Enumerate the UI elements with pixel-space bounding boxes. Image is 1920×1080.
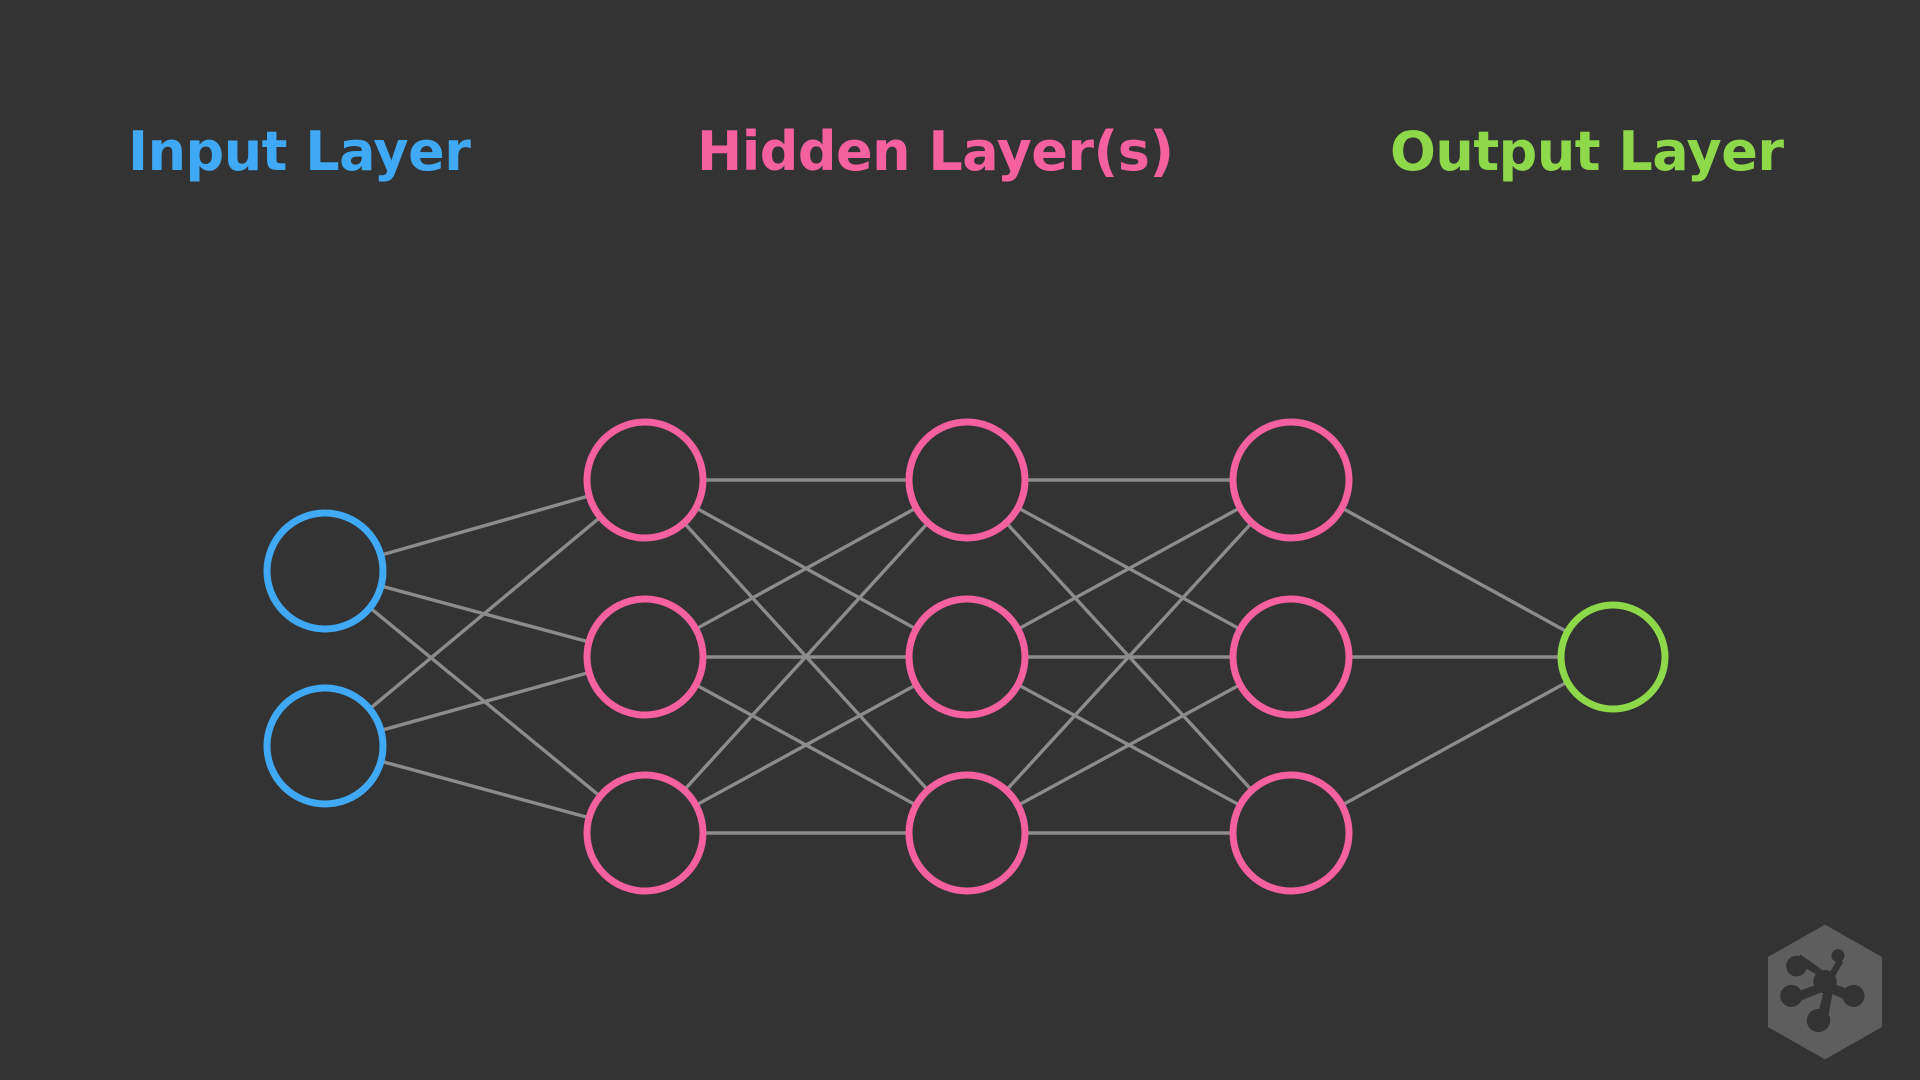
- connection-edge: [694, 683, 918, 807]
- neuron-node-hidden-3-3: [905, 771, 1029, 895]
- connection-edge: [1004, 521, 1254, 792]
- neuron-node-hidden-3-2: [905, 595, 1029, 719]
- connection-edge: [379, 670, 591, 733]
- neuron-node-hidden-3-1: [905, 418, 1029, 542]
- neuron-node-hidden-4-3: [1229, 771, 1353, 895]
- connection-edge: [682, 521, 930, 792]
- neuron-node-input-1-1: [263, 509, 387, 633]
- neuron-node-hidden-2-2: [583, 595, 707, 719]
- neuron-node-hidden-4-1: [1229, 418, 1353, 542]
- connection-edge: [367, 515, 603, 711]
- node-group: [263, 418, 1669, 895]
- connection-edge: [1016, 682, 1242, 808]
- connection-edge: [694, 506, 918, 631]
- neuron-node-input-1-2: [263, 684, 387, 808]
- neuron-node-output-5-1: [1557, 601, 1669, 713]
- connection-edge: [1340, 680, 1570, 807]
- connection-edge: [379, 759, 591, 820]
- neuron-node-hidden-4-2: [1229, 595, 1353, 719]
- connection-edge: [1016, 506, 1242, 631]
- neuron-node-hidden-2-3: [583, 771, 707, 895]
- edge-group: [367, 478, 1570, 835]
- connection-edge: [1340, 506, 1570, 634]
- connection-edge: [379, 494, 591, 557]
- neuron-node-hidden-2-1: [583, 418, 707, 542]
